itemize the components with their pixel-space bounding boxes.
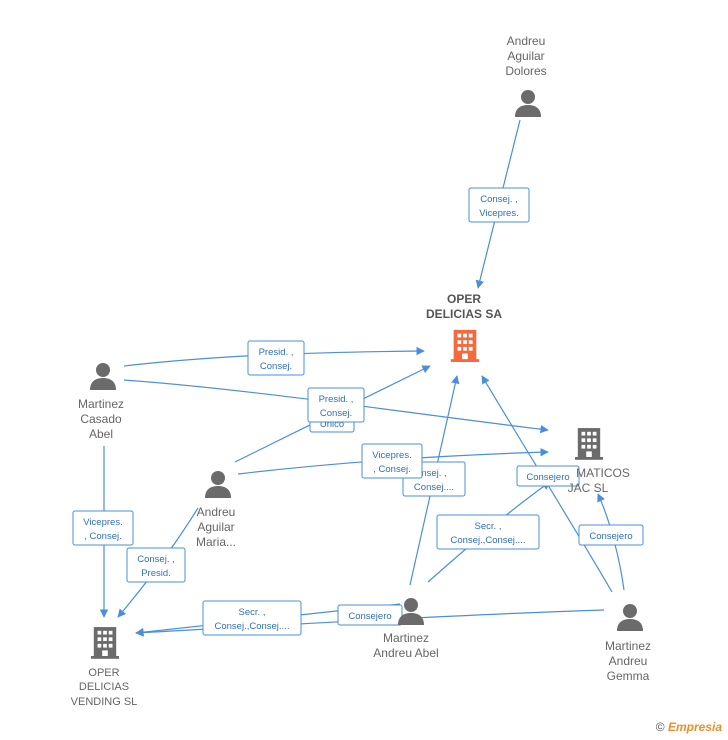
svg-text:Andreu: Andreu [507,34,546,48]
edge-label-casado-vending[interactable]: Vicepres. , Consej. [72,510,134,546]
node-andreu-aguilar-dolores[interactable]: Andreu Aguilar Dolores [505,34,547,117]
edge-label-maria-vending[interactable]: Consej. , Presid. [126,547,186,583]
main-company-building-icon [450,329,480,362]
svg-text:Gemma: Gemma [607,669,650,683]
svg-text:Secr. ,: Secr. , [239,607,266,618]
person-icon [617,604,643,631]
svg-text:Andreu Abel: Andreu Abel [373,646,438,660]
svg-text:MATICOS: MATICOS [576,466,630,480]
edge-labels: Consej. , Vicepres. Presid. , Consej. Ún… [72,187,644,636]
svg-text:Consej. ,: Consej. , [137,554,175,565]
svg-text:Maria...: Maria... [196,535,236,549]
svg-text:Consejero: Consejero [526,472,569,483]
person-icon [90,363,116,390]
svg-text:VENDING SL: VENDING SL [71,696,138,708]
svg-text:Presid.: Presid. [141,568,171,579]
edge-label-gemma-oper[interactable]: Consejero [516,465,580,487]
svg-text:, Consej.: , Consej. [373,464,411,475]
svg-text:Consej. ,: Consej. , [480,194,518,205]
svg-text:Presid. ,: Presid. , [259,347,294,358]
company-building-icon [91,627,119,659]
copyright-icon: © [655,720,665,734]
svg-text:Secr. ,: Secr. , [475,521,502,532]
svg-text:Dolores: Dolores [505,64,546,78]
svg-text:JAC SL: JAC SL [568,481,609,495]
edge-label-abel-maticos[interactable]: Secr. , Consej.,Consej.... [436,514,540,550]
svg-text:Martinez: Martinez [605,639,651,653]
svg-text:Martinez: Martinez [78,397,124,411]
node-maticos-jac-sl[interactable]: MATICOS JAC SL [568,428,630,495]
node-oper-delicias-vending[interactable]: OPER DELICIAS VENDING SL [71,627,138,708]
svg-text:Vicepres.: Vicepres. [372,450,411,461]
svg-text:Martinez: Martinez [383,631,429,645]
footer-brand: © Empresia [656,720,722,734]
edge-label-gemma-maticos[interactable]: Consejero [578,524,644,546]
edge-label-abel-vending[interactable]: Secr. , Consej.,Consej.... [202,600,302,636]
svg-text:Único: Único [320,419,344,430]
svg-text:Presid. ,: Presid. , [319,394,354,405]
edge-label-casado-oper[interactable]: Presid. , Consej. [247,340,305,376]
node-martinez-andreu-gemma[interactable]: Martinez Andreu Gemma [605,604,651,683]
svg-text:Consej.: Consej. [320,408,352,419]
edge-label-maria-maticos[interactable]: Vicepres. , Consej. [361,443,423,479]
svg-text:Consejero: Consejero [589,531,632,542]
node-martinez-andreu-abel[interactable]: Martinez Andreu Abel [373,598,439,660]
svg-text:OPER: OPER [447,292,481,306]
svg-text:DELICIAS: DELICIAS [79,681,129,693]
person-icon [205,471,231,498]
node-martinez-casado-abel[interactable]: Martinez Casado Abel [78,363,124,441]
svg-text:Consejero: Consejero [348,611,391,622]
svg-text:Vicepres.: Vicepres. [479,208,518,219]
edge-label-maria-oper[interactable]: Presid. , Consej. [307,387,365,423]
node-andreu-aguilar-maria[interactable]: Andreu Aguilar Maria... [196,471,236,549]
company-building-icon [575,428,603,460]
svg-text:Consej....: Consej.... [414,482,454,493]
svg-text:Abel: Abel [89,427,113,441]
node-oper-delicias-sa[interactable]: OPER DELICIAS SA [426,292,502,362]
edge-label-dolores-oper[interactable]: Consej. , Vicepres. [468,187,530,223]
svg-text:DELICIAS SA: DELICIAS SA [426,307,502,321]
svg-text:Andreu: Andreu [197,505,236,519]
svg-text:Consej.,Consej....: Consej.,Consej.... [215,621,290,632]
svg-text:OPER: OPER [88,667,119,679]
svg-text:Casado: Casado [80,412,122,426]
svg-text:Vicepres.: Vicepres. [83,517,122,528]
svg-text:Aguilar: Aguilar [507,49,544,63]
person-icon [515,90,541,117]
svg-text:Andreu: Andreu [609,654,648,668]
svg-text:Aguilar: Aguilar [197,520,234,534]
svg-text:Consej.: Consej. [260,361,292,372]
edge-label-gemma-vending[interactable]: Consejero [337,604,403,626]
brand-logo: Empresia [667,720,722,734]
svg-text:, Consej.: , Consej. [84,531,122,542]
svg-text:Consej.,Consej....: Consej.,Consej.... [451,535,526,546]
svg-text:nsej. ,: nsej. , [421,468,446,479]
